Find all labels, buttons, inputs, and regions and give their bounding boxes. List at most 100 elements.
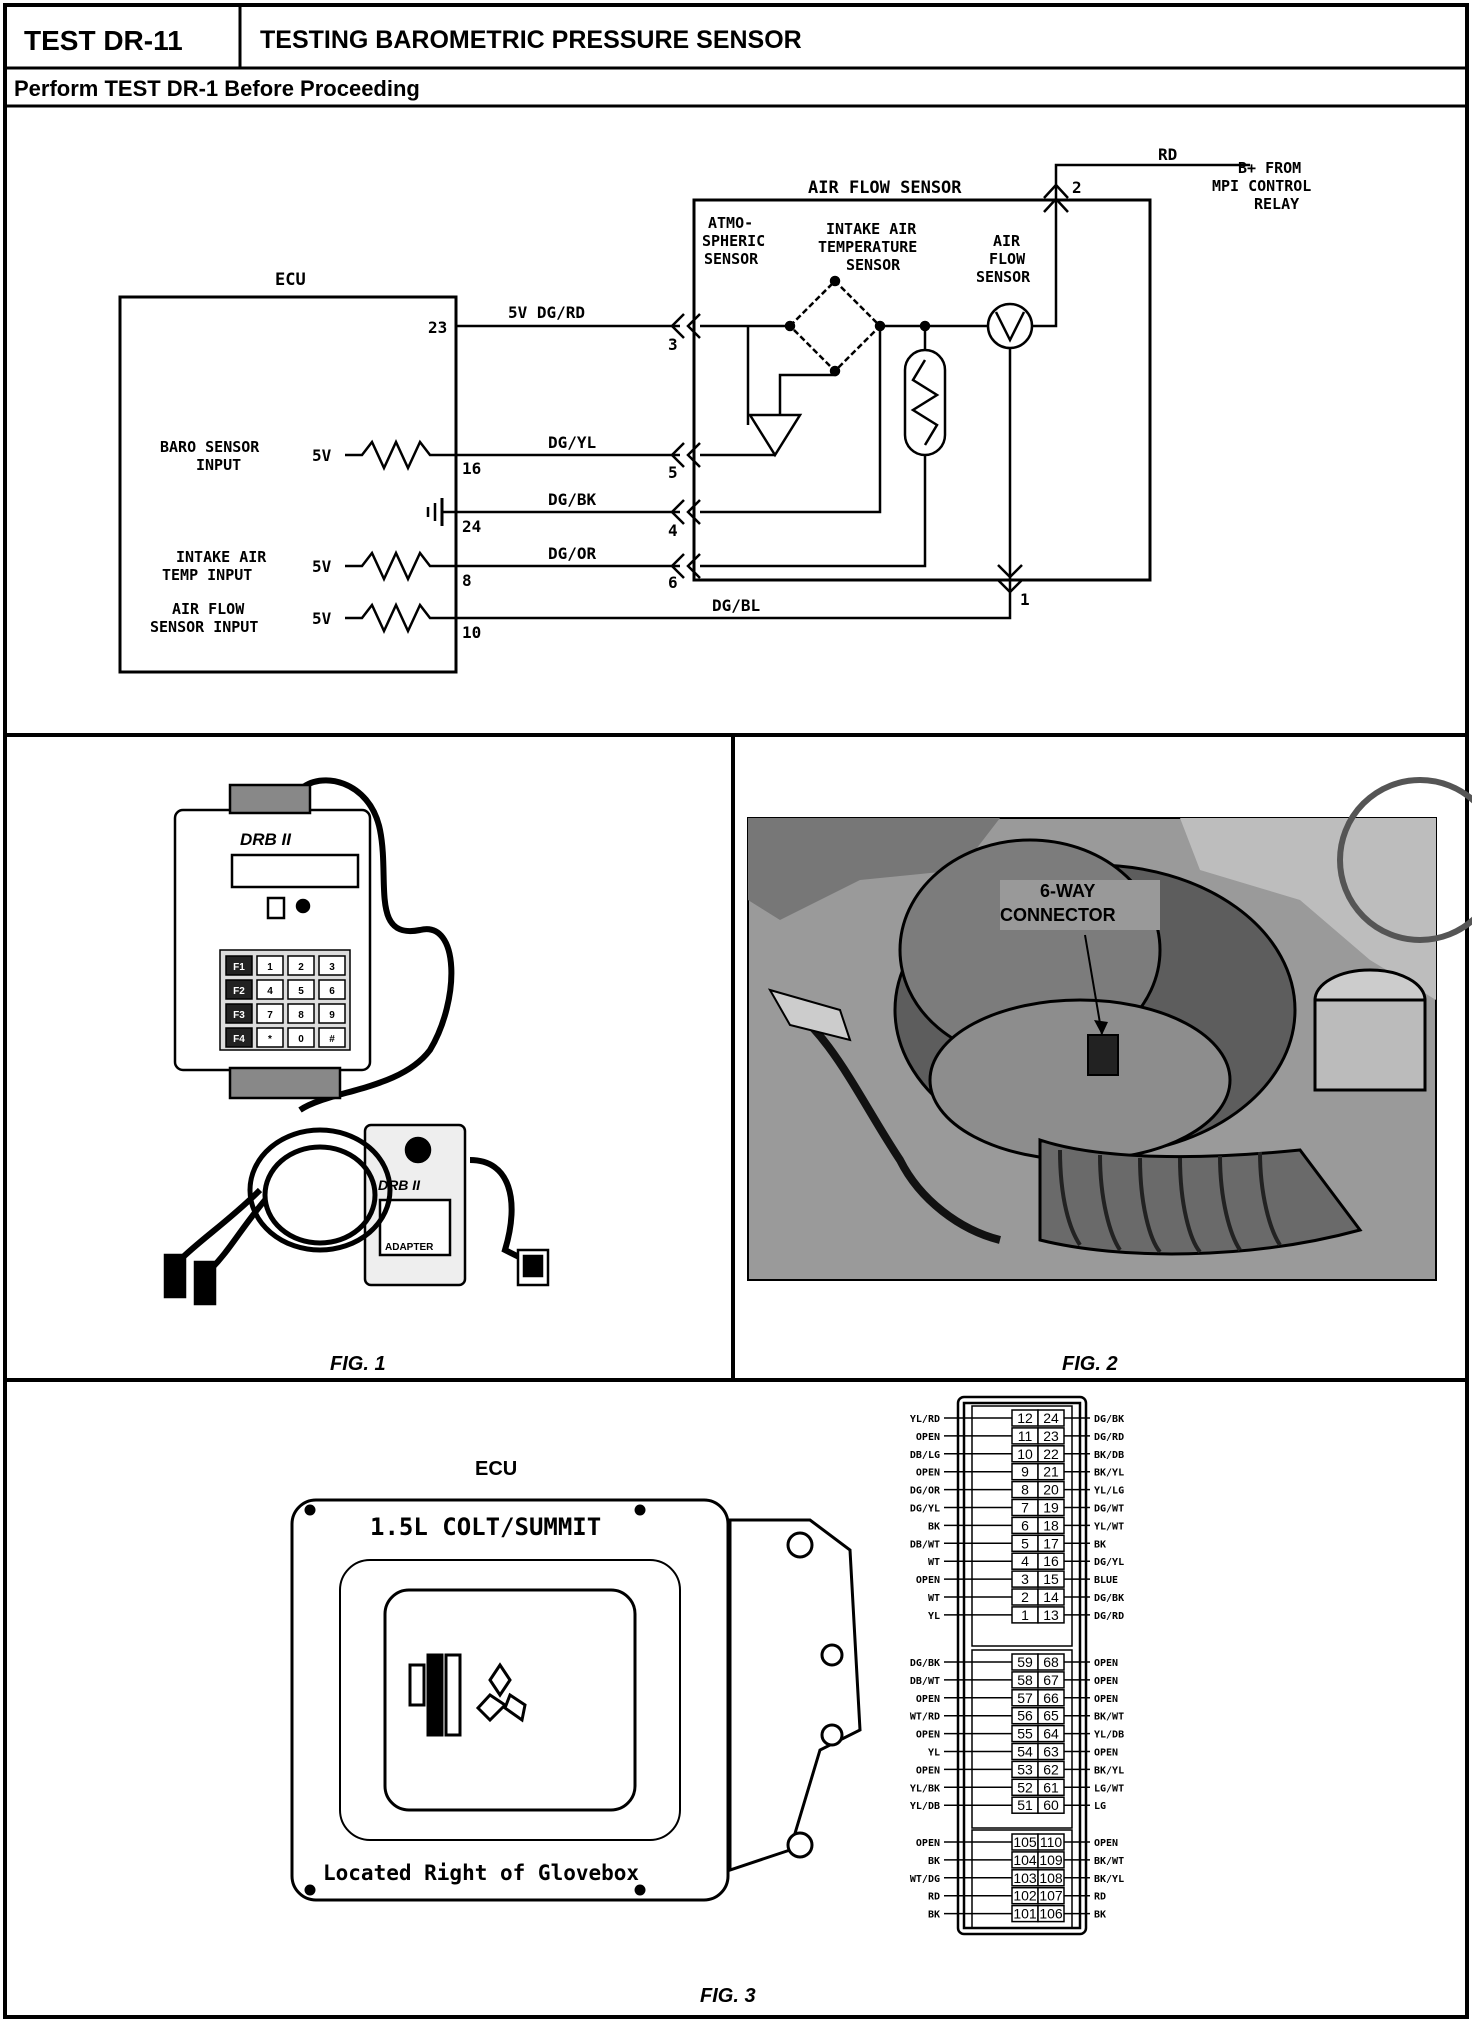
iat-label-line3: SENSOR [846, 256, 901, 274]
ecu-pin-10: 10 [462, 623, 481, 642]
pin-number-right: 106 [1039, 1906, 1063, 1922]
ecu-pin-24: 24 [462, 517, 481, 536]
ecu-label: ECU [275, 270, 306, 290]
wire-color-right: DG/RD [1094, 1611, 1124, 1622]
wire-color-left: WT/DG [910, 1874, 940, 1885]
pin-number-right: 65 [1043, 1708, 1059, 1724]
drb-key [256, 955, 284, 976]
pin-number-right: 67 [1043, 1672, 1059, 1688]
wire-color-left: OPEN [916, 1765, 940, 1776]
fig1-drb-tool [163, 777, 550, 1306]
drb-key-label: * [268, 1034, 272, 1045]
drb-adapter-label: ADAPTER [385, 1242, 434, 1253]
wire-color-left: DB/WT [910, 1676, 940, 1687]
page-title: TESTING BAROMETRIC PRESSURE SENSOR [260, 26, 802, 54]
drb-key-label: F3 [233, 1010, 245, 1021]
pin-number-left: 6 [1021, 1517, 1029, 1533]
pin-number-right: 24 [1043, 1410, 1059, 1426]
wire-color-left: WT/RD [910, 1712, 940, 1723]
rd-wire-label: RD [1158, 145, 1177, 164]
pin-number-left: 9 [1021, 1464, 1029, 1480]
pin-number-left: 51 [1017, 1797, 1033, 1813]
pin-number-right: 20 [1043, 1482, 1059, 1498]
pin-number-right: 23 [1043, 1428, 1059, 1444]
ecu-location-label: Located Right of Glovebox [323, 1861, 639, 1885]
pin-number-left: 58 [1017, 1672, 1033, 1688]
drb-key-label: 6 [329, 986, 335, 997]
pin-number-right: 13 [1043, 1607, 1059, 1623]
wire-color-right: BK/YL [1094, 1765, 1124, 1776]
atmo-label-line1: ATMO- [708, 214, 753, 232]
drb-adapter-brand: DRB II [378, 1177, 421, 1193]
wire-16-label: DG/YL [548, 433, 596, 452]
air-flow-sensor-box [692, 198, 1152, 582]
wire-color-right: BK/DB [1094, 1450, 1124, 1461]
wire-color-left: OPEN [916, 1432, 940, 1443]
pin-number-left: 10 [1017, 1446, 1033, 1462]
pin-number-left: 59 [1017, 1654, 1033, 1670]
afs-label-line2: FLOW [989, 250, 1026, 268]
drb-key-label: F4 [233, 1034, 245, 1045]
baro-5v: 5V [312, 446, 332, 465]
drb-key-label: 1 [267, 962, 273, 973]
ecu-pin-23: 23 [428, 318, 447, 337]
wire-color-left: WT [928, 1557, 940, 1568]
wire-color-left: YL [928, 1748, 940, 1759]
pin-number-right: 15 [1043, 1571, 1059, 1587]
pin-number-right: 14 [1043, 1589, 1059, 1605]
conn-pin-2: 2 [1072, 178, 1082, 197]
fig3-caption: FIG. 3 [700, 1985, 756, 2007]
pin-number-left: 55 [1017, 1726, 1033, 1742]
fig1-caption: FIG. 1 [330, 1353, 386, 1375]
ecu-pullup-resistors [345, 439, 456, 634]
wire-color-right: OPEN [1094, 1676, 1118, 1687]
wire-23-label: 5V DG/RD [508, 303, 585, 322]
pin-number-right: 19 [1043, 1500, 1059, 1516]
schematic-labels: ECU AIR FLOW SENSOR RD ATMO- SPHERIC SEN… [150, 145, 1311, 642]
pin-number-right: 64 [1043, 1726, 1059, 1742]
wire-color-right: BK [1094, 1910, 1106, 1921]
iat-label-line1: INTAKE AIR [826, 220, 917, 238]
wire-color-left: WT [928, 1593, 940, 1604]
wiring-schematic [118, 163, 1250, 674]
pin-number-right: 21 [1043, 1464, 1059, 1480]
drb-key [287, 1027, 315, 1048]
wire-color-left: BK [928, 1856, 940, 1867]
wire-color-left: DB/WT [910, 1539, 940, 1550]
drb-key [256, 979, 284, 1000]
wire-color-left: DG/OR [910, 1486, 941, 1497]
wire-color-right: YL/WT [1094, 1521, 1124, 1532]
pin-number-left: 52 [1017, 1779, 1033, 1795]
wire-color-left: YL/DB [910, 1801, 940, 1812]
pin-number-left: 3 [1021, 1571, 1029, 1587]
wire-color-right: LG/WT [1094, 1783, 1124, 1794]
pin-number-right: 62 [1043, 1761, 1059, 1777]
page-frame [3, 3, 1469, 2019]
pin-number-left: 7 [1021, 1500, 1029, 1516]
drb-key [287, 1003, 315, 1024]
pin-number-left: 102 [1013, 1888, 1037, 1904]
test-id: TEST DR-11 [24, 25, 183, 56]
drb-key [318, 955, 346, 976]
pin-number-right: 107 [1039, 1888, 1063, 1904]
baro-input-line1: BARO SENSOR [160, 438, 260, 456]
wire-color-left: YL/RD [910, 1414, 940, 1425]
air-flow-sensor-box-label: AIR FLOW SENSOR [808, 178, 962, 198]
afs-label-line1: AIR [993, 232, 1021, 250]
drb-key-label: 3 [329, 962, 335, 973]
drb-key [225, 1003, 253, 1024]
pin-number-left: 101 [1013, 1906, 1037, 1922]
drb-key-label: 9 [329, 1010, 335, 1021]
drb-key-label: 0 [298, 1034, 304, 1045]
pin-number-right: 66 [1043, 1690, 1059, 1706]
page-subtitle: Perform TEST DR-1 Before Proceeding [14, 76, 420, 101]
fig2-engine-photo [747, 777, 1472, 1281]
conn-pin-5: 5 [668, 463, 678, 482]
conn-pin-1: 1 [1020, 590, 1030, 609]
pin-number-left: 53 [1017, 1761, 1033, 1777]
atmo-label-line2: SPHERIC [702, 232, 765, 250]
pin-number-right: 108 [1039, 1870, 1063, 1886]
fig3-ecu-title: ECU [475, 1458, 517, 1480]
